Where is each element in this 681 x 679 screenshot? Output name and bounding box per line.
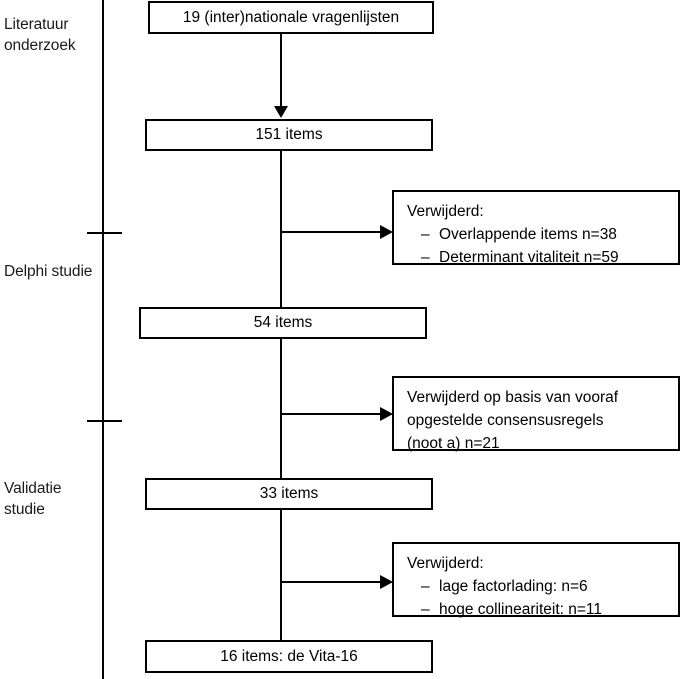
exclusion-paragraph: Verwijderd op basis van vooraf opgesteld… [407, 389, 619, 452]
stage-divider-tick-1 [87, 232, 122, 234]
dash-bullet-icon: – [421, 578, 430, 595]
exclusion-heading: Verwijderd: [407, 555, 484, 572]
stage-spine-line [102, 0, 104, 679]
node-label: 54 items [253, 314, 313, 331]
exclusion-item-text: lage factorlading: n=6 [439, 578, 588, 595]
arrowhead-to-exclusion-3 [380, 575, 393, 589]
node-label: 33 items [259, 485, 319, 502]
stage-label-validatie-studie: Validatie studie [4, 480, 62, 518]
connector-node4-node5 [280, 510, 282, 641]
exclusion-item-list: – lage factorlading: n=6 – hoge collinea… [407, 575, 678, 621]
connector-node3-node4 [280, 338, 282, 479]
exclusion-item-list: – Overlappende items n=38 – Determinant … [407, 223, 678, 269]
exclusion-item: – lage factorlading: n=6 [407, 575, 678, 598]
arrowhead-to-exclusion-2 [380, 407, 393, 421]
connector-to-exclusion-1 [281, 231, 381, 233]
exclusion-item-text: hoge collineariteit: n=11 [439, 601, 603, 618]
node-box-19-vragenlijsten: 19 (inter)nationale vragenlijsten [148, 1, 434, 34]
exclusion-heading: Verwijderd: [407, 203, 484, 220]
dash-bullet-icon: – [421, 226, 430, 243]
node-box-16-items-vita-16: 16 items: de Vita-16 [145, 640, 433, 673]
exclusion-box-1: Verwijderd: – Overlappende items n=38 – … [392, 190, 680, 266]
node-box-33-items: 33 items [145, 478, 433, 510]
connector-node1-node2 [280, 33, 282, 107]
arrowhead-node1-node2 [274, 106, 288, 118]
stage-divider-tick-2 [87, 420, 122, 422]
exclusion-box-2: Verwijderd op basis van vooraf opgesteld… [392, 376, 680, 452]
dash-bullet-icon: – [421, 249, 430, 266]
connector-to-exclusion-2 [281, 413, 381, 415]
exclusion-item: – Overlappende items n=38 [407, 223, 678, 246]
exclusion-box-3: Verwijderd: – lage factorlading: n=6 – h… [392, 542, 680, 618]
exclusion-item-text: Overlappende items n=38 [439, 226, 617, 243]
exclusion-item: – hoge collineariteit: n=11 [407, 598, 678, 621]
exclusion-item-text: Determinant vitaliteit n=59 [439, 249, 619, 266]
node-box-151-items: 151 items [145, 119, 433, 151]
node-box-54-items: 54 items [139, 307, 427, 339]
stage-label-literatuuronderzoek: Literatuur onderzoek [4, 16, 76, 54]
connector-to-exclusion-3 [281, 581, 381, 583]
arrowhead-to-exclusion-1 [380, 225, 393, 239]
node-label: 19 (inter)nationale vragenlijsten [182, 8, 400, 26]
exclusion-item: – Determinant vitaliteit n=59 [407, 246, 678, 269]
stage-label-delphi-studie: Delphi studie [4, 263, 93, 280]
dash-bullet-icon: – [421, 601, 430, 618]
node-label: 16 items: de Vita-16 [220, 647, 358, 665]
connector-node2-node3 [280, 150, 282, 308]
node-label: 151 items [255, 126, 323, 143]
